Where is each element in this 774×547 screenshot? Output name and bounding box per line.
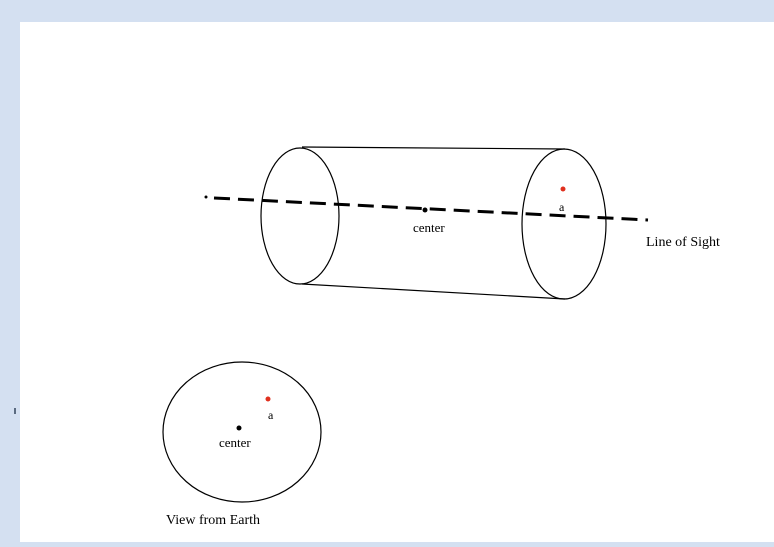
line-of-sight-start-dot (204, 195, 208, 199)
line-of-sight-label: Line of Sight (646, 235, 720, 250)
diagram-canvas: center a Line of Sight center a View fro… (20, 22, 774, 542)
view-from-earth-label: View from Earth (166, 513, 260, 528)
center-point-cylinder (422, 207, 428, 213)
cylinder-near-face (260, 147, 340, 285)
point-a-cylinder (560, 186, 566, 192)
center-label-earth-view: center (219, 435, 251, 450)
cylinder-far-face (521, 148, 607, 300)
cylinder-top-edge (301, 146, 566, 150)
line-of-sight (213, 196, 649, 222)
center-point-earth-view (236, 425, 242, 431)
cylinder-diagram: center a Line of Sight center a View fro… (162, 146, 720, 528)
point-a-earth-view (265, 396, 271, 402)
point-a-label-earth-view: a (268, 408, 274, 422)
earth-view-circle (162, 361, 322, 503)
cylinder-bottom-edge (301, 283, 566, 300)
center-label-cylinder: center (413, 220, 445, 235)
edge-marker (14, 408, 16, 414)
point-a-label-cylinder: a (559, 200, 565, 214)
